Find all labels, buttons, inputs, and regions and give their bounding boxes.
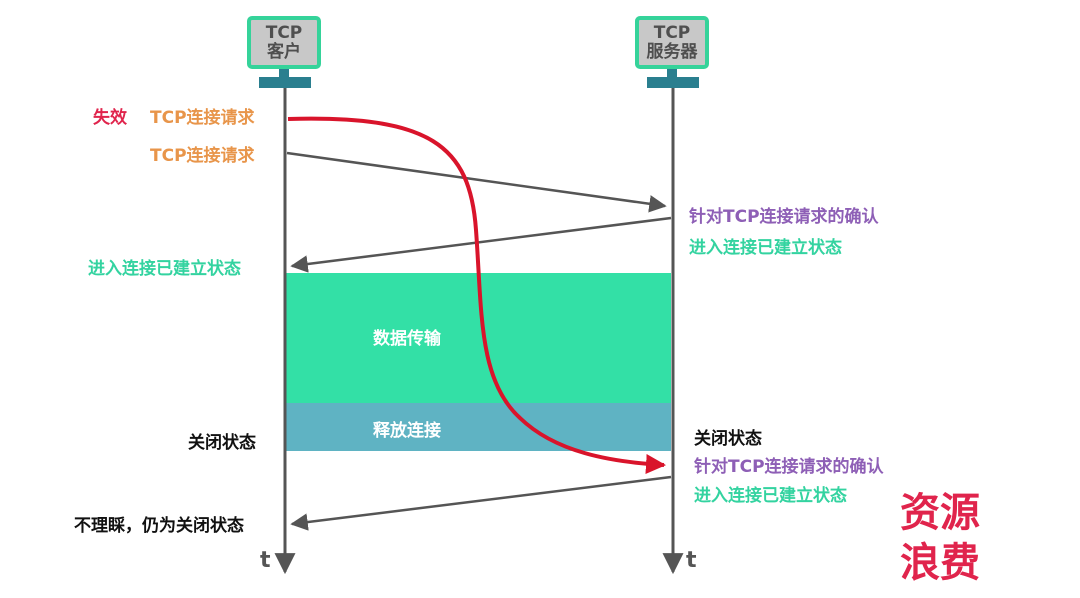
server-established-label-2: 进入连接已建立状态 xyxy=(694,486,847,506)
invalid-label: 失效 xyxy=(93,108,127,128)
client-ignore-label: 不理睬，仍为关闭状态 xyxy=(74,516,244,536)
tcp-server-host: TCP 服务器 xyxy=(635,16,709,69)
server-established-label-1: 进入连接已建立状态 xyxy=(689,238,842,258)
server-time-label: t xyxy=(686,548,697,573)
data-transfer-label: 数据传输 xyxy=(373,329,441,349)
release-connection-label: 释放连接 xyxy=(373,421,441,441)
client-established-label: 进入连接已建立状态 xyxy=(88,259,241,279)
server-title-line1: TCP xyxy=(653,22,691,43)
conn-request-label-2: TCP连接请求 xyxy=(150,146,255,166)
server-ack-label-2: 针对TCP连接请求的确认 xyxy=(694,457,884,477)
client-title-line1: TCP xyxy=(265,22,303,43)
ack-arrow-1 xyxy=(290,216,672,273)
waste-line2: 浪费 xyxy=(900,540,980,586)
client-closed-label: 关闭状态 xyxy=(188,433,256,453)
release-connection-band xyxy=(286,403,671,451)
server-stand-neck xyxy=(667,69,677,77)
server-stand-base xyxy=(647,77,699,88)
tcp-client-host: TCP 客户 xyxy=(247,16,321,69)
waste-line1: 资源 xyxy=(900,490,980,536)
server-closed-label: 关闭状态 xyxy=(694,429,762,449)
ignore-arrow xyxy=(290,475,672,531)
server-title-line2: 服务器 xyxy=(646,41,698,62)
request-arrow xyxy=(286,151,667,213)
client-title-line2: 客户 xyxy=(267,41,301,62)
client-stand-base xyxy=(259,77,311,88)
conn-request-label-1: TCP连接请求 xyxy=(150,108,255,128)
lost-request-curve xyxy=(287,116,666,474)
client-stand-neck xyxy=(279,69,289,77)
resource-waste-label: 资源 浪费 xyxy=(900,488,980,588)
client-time-label: t xyxy=(260,548,271,573)
server-ack-label-1: 针对TCP连接请求的确认 xyxy=(689,207,879,227)
